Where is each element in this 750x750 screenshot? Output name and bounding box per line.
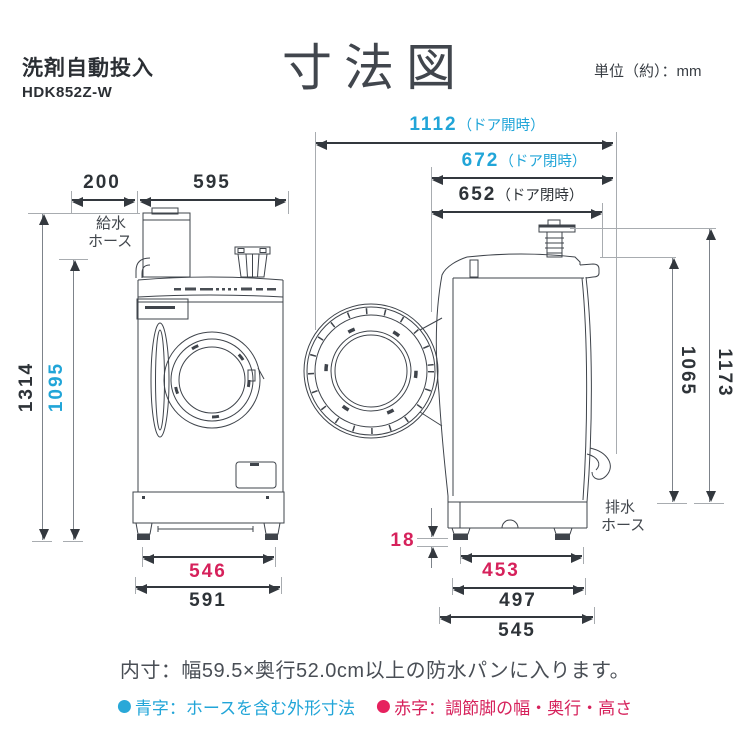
dim-body-height-line bbox=[668, 258, 679, 502]
dim-total-height-label: 1314 bbox=[16, 361, 37, 413]
extension-line bbox=[59, 259, 88, 260]
extension-line bbox=[460, 547, 461, 564]
model-number: HDK852Z-W bbox=[22, 84, 113, 101]
blue-dot-icon bbox=[117, 700, 131, 713]
extension-line bbox=[694, 503, 724, 504]
extension-line bbox=[142, 547, 143, 567]
detergent-drawer bbox=[136, 298, 189, 320]
red-dot-icon bbox=[377, 700, 391, 713]
legend-red-item: 赤字：調節脚の幅・奥行・高さ bbox=[377, 694, 632, 719]
extension-line bbox=[135, 577, 136, 594]
extension-line bbox=[583, 547, 584, 564]
color-legend: 青字：ホースを含む外形寸法 赤字：調節脚の幅・奥行・高さ bbox=[117, 694, 632, 719]
dim-bottom-depth-line bbox=[440, 614, 593, 624]
dim-door-closed-hose-label: 672（ドア閉時） bbox=[461, 150, 587, 171]
extension-line bbox=[585, 578, 586, 595]
extension-line bbox=[602, 203, 603, 258]
dim-feet-height-arrow-bottom bbox=[427, 547, 438, 568]
extension-line bbox=[275, 547, 276, 567]
dim-body-width-line bbox=[140, 197, 286, 207]
dim-base-width-line bbox=[136, 584, 280, 594]
control-panel-marks bbox=[174, 287, 276, 291]
dim-door-open-depth-line bbox=[316, 140, 613, 150]
dim-hose-height-label: 1095 bbox=[46, 361, 67, 413]
filter-door bbox=[235, 461, 277, 489]
dim-feet-height-arrow-top bbox=[427, 508, 438, 537]
dim-base-depth-label: 497 bbox=[499, 590, 537, 611]
extension-line bbox=[417, 538, 448, 539]
drain-hose-label: 排水 ホース bbox=[601, 499, 646, 534]
extension-line bbox=[431, 167, 432, 312]
supply-hose-label: 給水 ホース bbox=[88, 215, 133, 250]
page-title: 寸法図 bbox=[282, 40, 468, 96]
supply-hose-elbow bbox=[135, 257, 151, 278]
dim-body-height-label: 1065 bbox=[677, 345, 698, 397]
dim-feet-depth-line bbox=[461, 553, 582, 563]
extension-line bbox=[439, 607, 440, 624]
inner-size-note: 内寸：幅59.5×奥行52.0cm以上の防水パンに入ります。 bbox=[119, 660, 631, 682]
extension-line bbox=[32, 541, 52, 542]
extension-line bbox=[137, 191, 138, 214]
dim-hose-width-label: 200 bbox=[83, 172, 121, 193]
dim-base-depth-line bbox=[453, 585, 584, 595]
extension-line bbox=[657, 503, 687, 504]
dim-faucet-height-label: 1173 bbox=[714, 348, 735, 398]
extension-line bbox=[616, 132, 617, 454]
extension-line bbox=[417, 546, 448, 547]
dim-door-open-depth-label: 1112（ドア開時） bbox=[409, 114, 545, 135]
extension-line bbox=[71, 191, 72, 214]
product-feature-label: 洗剤自動投入 bbox=[22, 57, 154, 80]
dim-body-width-label: 595 bbox=[193, 172, 231, 193]
front-door bbox=[150, 322, 261, 438]
extension-line bbox=[594, 607, 595, 624]
extension-line bbox=[600, 257, 676, 258]
detergent-tank bbox=[142, 207, 191, 278]
extension-line bbox=[315, 132, 316, 330]
water-faucet bbox=[538, 219, 576, 258]
drain-hose bbox=[586, 447, 611, 480]
base-and-feet bbox=[132, 491, 285, 540]
dim-door-closed-line bbox=[432, 209, 602, 219]
dim-feet-width-label: 546 bbox=[189, 561, 227, 582]
dim-total-height-line bbox=[38, 214, 49, 540]
dim-feet-height-label: 18 bbox=[390, 530, 416, 551]
side-view-drawing bbox=[303, 219, 611, 540]
dim-base-width-label: 591 bbox=[189, 590, 227, 611]
door-lock-mark bbox=[247, 367, 265, 382]
dim-hose-width-line bbox=[72, 197, 135, 207]
dim-feet-width-line bbox=[143, 554, 274, 564]
side-base-and-feet bbox=[448, 501, 588, 540]
dim-faucet-height-line bbox=[705, 229, 716, 502]
dim-hose-height-line bbox=[69, 260, 80, 540]
dim-bottom-depth-label: 545 bbox=[498, 620, 536, 641]
extension-line bbox=[452, 578, 453, 595]
open-door bbox=[303, 303, 443, 439]
extension-line bbox=[63, 541, 83, 542]
top-basket bbox=[234, 246, 271, 278]
front-view-drawing bbox=[132, 207, 285, 540]
dim-feet-depth-label: 453 bbox=[482, 560, 520, 581]
extension-line bbox=[28, 213, 140, 214]
extension-line bbox=[281, 577, 282, 594]
dim-door-closed-hose-line bbox=[432, 175, 613, 185]
extension-line bbox=[570, 228, 716, 229]
legend-blue-item: 青字：ホースを含む外形寸法 bbox=[117, 694, 355, 719]
dim-door-closed-label: 652（ドア閉時） bbox=[458, 184, 584, 205]
unit-label: 単位（約）：mm bbox=[594, 63, 702, 80]
extension-line bbox=[288, 191, 289, 214]
